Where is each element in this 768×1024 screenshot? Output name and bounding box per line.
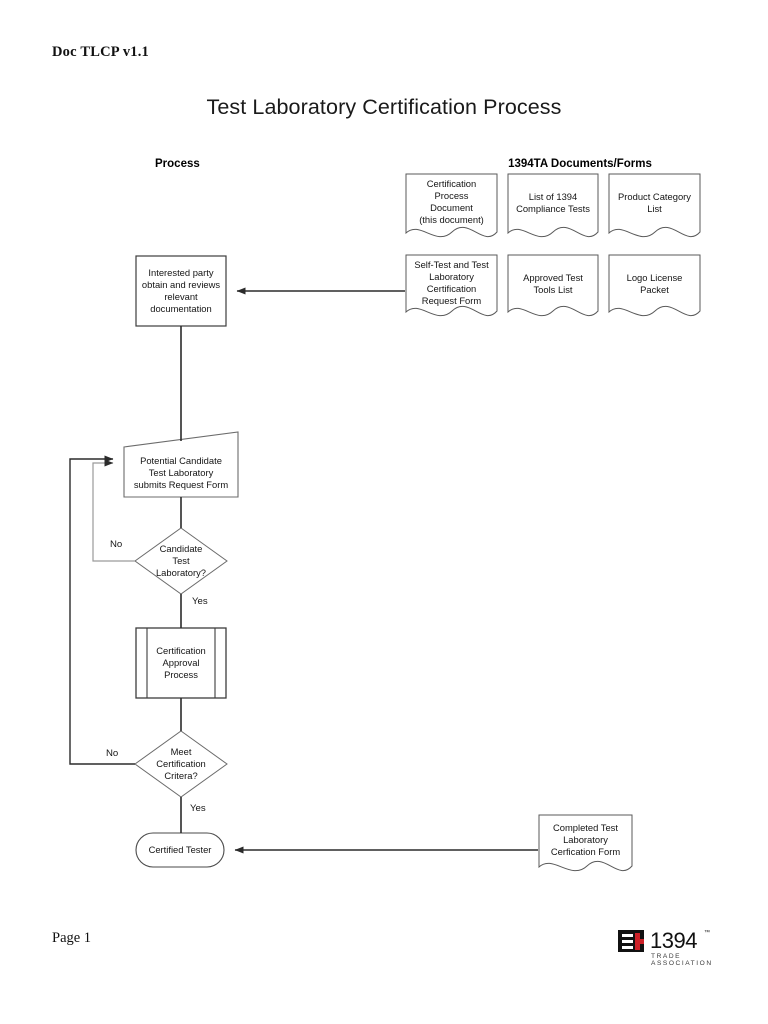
document-header: Doc TLCP v1.1 bbox=[52, 44, 149, 60]
doc-label-doc1: Certification Process Document (this doc… bbox=[419, 177, 484, 226]
doc-label-doc7: Completed Test Laboratory Cerfication Fo… bbox=[550, 821, 621, 858]
page-title: Test Laboratory Certification Process bbox=[206, 95, 562, 119]
doc-label-doc3: Product Category List bbox=[618, 190, 691, 214]
logo-tagline: TRADE ASSOCIATION bbox=[651, 953, 713, 967]
node-label-decision1: Candidate Test Laboratory? bbox=[155, 542, 207, 579]
edge-label-decision2-yes: Yes bbox=[190, 803, 206, 814]
page-number: Page 1 bbox=[52, 930, 92, 946]
connector-decision2-no-loop bbox=[69, 455, 135, 765]
doc-label-doc4: Self-Test and Test Laboratory Certificat… bbox=[414, 258, 489, 307]
edge-label-decision1-yes: Yes bbox=[192, 596, 208, 607]
column-header-documents: 1394TA Documents/Forms bbox=[508, 158, 652, 170]
edge-label-decision1-no: No bbox=[110, 539, 123, 550]
logo-mark-icon bbox=[618, 930, 644, 952]
logo-bar-1 bbox=[622, 934, 633, 937]
doc-label-doc5: Approved Test Tools List bbox=[523, 271, 583, 295]
trade-association-logo: 1394 ™ TRADE ASSOCIATION bbox=[618, 928, 714, 967]
logo-accent-red bbox=[635, 933, 640, 950]
logo-wordmark: 1394 bbox=[650, 928, 697, 953]
logo-trademark-symbol: ™ bbox=[704, 930, 710, 936]
node-label-approval: Certification Approval Process bbox=[156, 644, 206, 681]
logo-bar-2 bbox=[622, 940, 633, 943]
logo-bar-3 bbox=[622, 946, 633, 949]
doc-label-doc6: Logo License Packet bbox=[626, 271, 683, 295]
node-label-review: Interested party obtain and reviews rele… bbox=[141, 266, 221, 315]
doc-label-doc2: List of 1394 Compliance Tests bbox=[516, 190, 590, 214]
node-label-submit: Potential Candidate Test Laboratory subm… bbox=[133, 454, 229, 491]
logo-accent-red-2 bbox=[640, 939, 644, 944]
node-label-certified: Certified Tester bbox=[148, 843, 212, 855]
node-label-decision2: Meet Certification Critera? bbox=[156, 745, 206, 782]
edge-label-decision2-no: No bbox=[106, 748, 119, 759]
column-header-process: Process bbox=[155, 158, 200, 170]
